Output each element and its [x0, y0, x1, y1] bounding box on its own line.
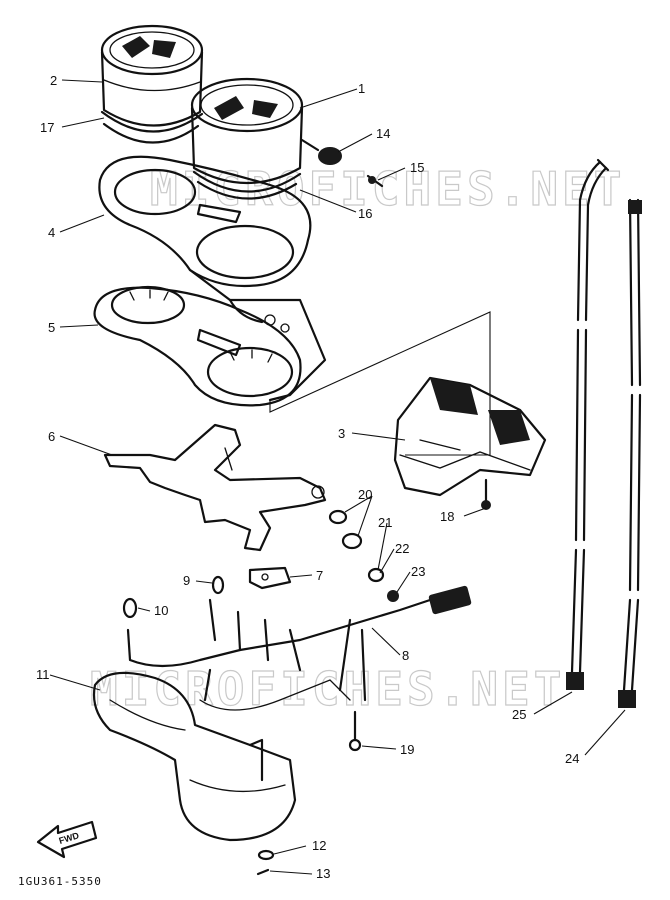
callout-5: 5 [48, 320, 55, 335]
callout-12: 12 [312, 838, 326, 853]
callout-16: 16 [358, 206, 372, 221]
grommet-set [328, 509, 399, 602]
callout-6: 6 [48, 429, 55, 444]
lower-cover [92, 671, 297, 842]
bulbs [122, 575, 225, 619]
watermark-bottom: MICROFICHES.NET [90, 662, 565, 716]
speedometer-assembly [190, 77, 384, 200]
callout-22: 22 [395, 541, 409, 556]
part-code: 1GU361-5350 [18, 875, 102, 888]
callout-10: 10 [154, 603, 168, 618]
clamp [248, 566, 292, 590]
reference-line [269, 311, 491, 456]
washer-screw [256, 849, 275, 876]
meter-harness [126, 585, 472, 752]
callout-14: 14 [376, 126, 390, 141]
meter-cover [98, 155, 327, 402]
callout-2: 2 [50, 73, 57, 88]
callout-11: 11 [36, 667, 50, 682]
stay-bracket [103, 423, 327, 552]
callout-15: 15 [410, 160, 424, 175]
callout-25: 25 [512, 707, 526, 722]
callout-21: 21 [378, 515, 392, 530]
tachometer-assembly [100, 24, 204, 144]
callout-23: 23 [411, 564, 425, 579]
callout-17: 17 [40, 120, 54, 135]
callout-18: 18 [440, 509, 454, 524]
callout-8: 8 [402, 648, 409, 663]
callout-labels: 1 2 3 4 5 6 7 8 9 10 11 12 13 14 15 16 1… [36, 73, 579, 881]
forward-direction-arrow: FWD [36, 820, 98, 859]
callout-1: 1 [358, 81, 365, 96]
callout-13: 13 [316, 866, 330, 881]
leader-lines [49, 79, 626, 875]
callout-24: 24 [565, 751, 579, 766]
callout-3: 3 [338, 426, 345, 441]
meter-cables [566, 158, 642, 708]
callout-19: 19 [400, 742, 414, 757]
indicator-housing [393, 376, 547, 510]
callout-9: 9 [183, 573, 190, 588]
meter-bracket [93, 285, 302, 407]
callout-7: 7 [316, 568, 323, 583]
callout-20: 20 [358, 487, 372, 502]
callout-4: 4 [48, 225, 55, 240]
